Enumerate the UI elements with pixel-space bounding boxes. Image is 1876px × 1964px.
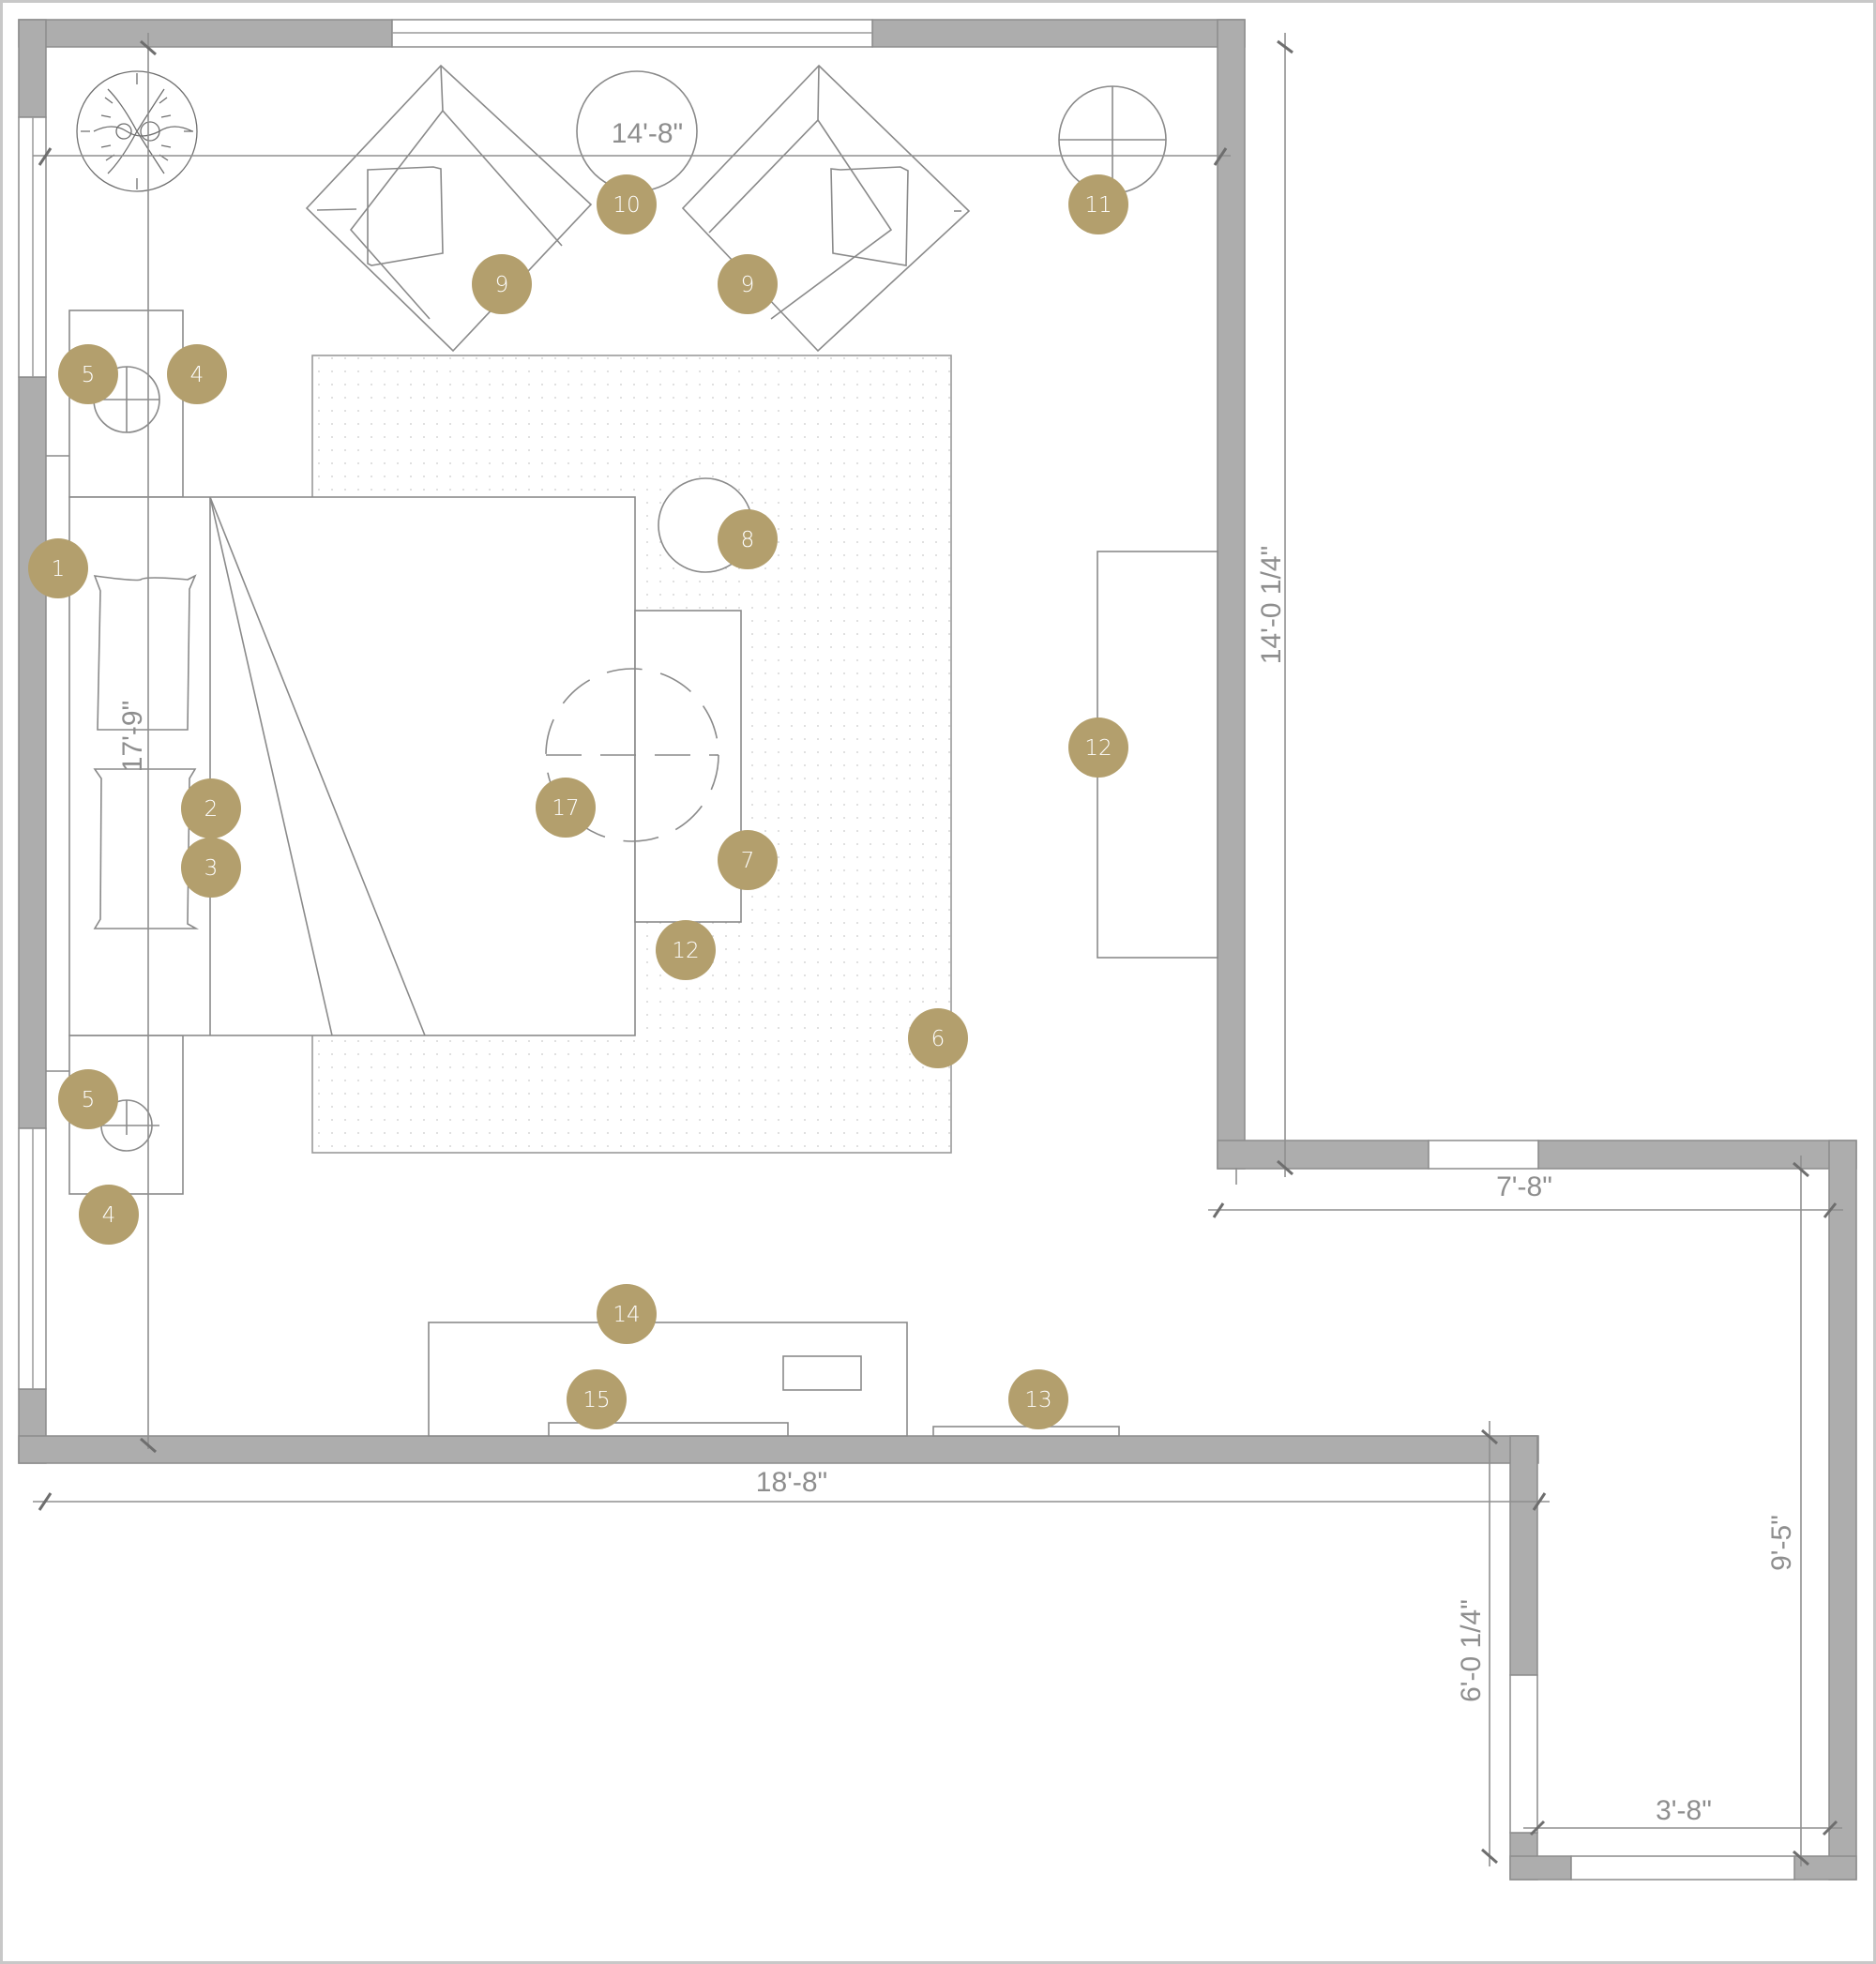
dimension-labels: 14'-8" 14'-0 1/4" 17'-9" 18'-8" 7'-8" 9'… [117, 118, 1797, 1826]
item-marker-9[interactable]: 9 [718, 254, 778, 314]
window-nook [1570, 1855, 1795, 1881]
dim-label-bottom-width: 18'-8" [756, 1467, 827, 1498]
marker-badge-icon [1068, 174, 1128, 234]
marker-badge-icon [908, 1008, 968, 1068]
marker-label: 5 [82, 1088, 96, 1112]
wall-bottom [18, 1435, 1539, 1464]
item-marker-5[interactable]: 5 [58, 344, 118, 404]
marker-label: 4 [102, 1203, 116, 1228]
wall-lower-step [1509, 1435, 1538, 1676]
marker-badge-icon [79, 1185, 139, 1245]
marker-badge-icon [58, 344, 118, 404]
marker-label: 6 [931, 1027, 946, 1051]
marker-label: 12 [1084, 736, 1112, 761]
marker-label: 13 [1024, 1388, 1051, 1413]
item-marker-13[interactable]: 13 [1008, 1369, 1068, 1429]
walls [18, 19, 1857, 1881]
marker-badge-icon [718, 830, 778, 890]
wall-nook-left [1509, 1855, 1572, 1881]
item-marker-4[interactable]: 4 [79, 1185, 139, 1245]
item-marker-2[interactable]: 2 [181, 778, 241, 838]
marker-badge-icon [1068, 718, 1128, 778]
dim-label-top-width: 14'-8" [612, 118, 683, 149]
marker-badge-icon [597, 1284, 657, 1344]
marker-label: 3 [204, 856, 219, 881]
item-marker-9[interactable]: 9 [472, 254, 532, 314]
item-marker-7[interactable]: 7 [718, 830, 778, 890]
item-marker-3[interactable]: 3 [181, 838, 241, 898]
item-marker-1[interactable]: 1 [28, 538, 88, 598]
marker-badge-icon [1008, 1369, 1068, 1429]
marker-label: 14 [613, 1303, 640, 1327]
marker-badge-icon [718, 254, 778, 314]
item-marker-4[interactable]: 4 [167, 344, 227, 404]
item-marker-5[interactable]: 5 [58, 1069, 118, 1129]
floor-lamp[interactable] [1058, 85, 1167, 194]
nightstand-bottom[interactable] [46, 1035, 184, 1195]
marker-badge-icon [597, 174, 657, 234]
item-marker-8[interactable]: 8 [718, 509, 778, 569]
marker-badge-icon [567, 1369, 627, 1429]
marker-label: 10 [613, 193, 640, 218]
dim-label-left-height: 17'-9" [117, 701, 148, 772]
item-marker-11[interactable]: 11 [1068, 174, 1128, 234]
marker-badge-icon [58, 1069, 118, 1129]
bed[interactable] [68, 496, 636, 1036]
dim-label-step-height: 6'-0 1/4" [1456, 1599, 1487, 1702]
marker-label: 5 [82, 363, 96, 387]
marker-label: 8 [741, 528, 755, 552]
marker-badge-icon [28, 538, 88, 598]
marker-badge-icon [472, 254, 532, 314]
marker-badge-icon [718, 509, 778, 569]
wall-left-1 [18, 19, 47, 118]
armchair-right[interactable] [681, 64, 971, 353]
marker-badge-icon [167, 344, 227, 404]
item-marker-15[interactable]: 15 [567, 1369, 627, 1429]
marker-label: 1 [52, 557, 66, 582]
marker-label: 2 [204, 797, 219, 822]
item-marker-14[interactable]: 14 [597, 1284, 657, 1344]
marker-badge-icon [536, 778, 596, 838]
marker-badge-icon [181, 838, 241, 898]
marker-label: 15 [582, 1388, 610, 1413]
dim-label-alcove-width: 7'-8" [1496, 1171, 1552, 1202]
marker-label: 4 [190, 363, 204, 387]
item-marker-12[interactable]: 12 [1068, 718, 1128, 778]
wall-right-upper [1217, 19, 1246, 1170]
plant-icon [76, 70, 198, 192]
item-marker-10[interactable]: 10 [597, 174, 657, 234]
console[interactable] [932, 1426, 1120, 1437]
wall-nook-right [1793, 1855, 1857, 1881]
item-marker-6[interactable]: 6 [908, 1008, 968, 1068]
window-lower-step [1509, 1674, 1538, 1834]
marker-label: 9 [741, 273, 755, 297]
item-marker-17[interactable]: 17 [536, 778, 596, 838]
pendant-light [545, 668, 719, 842]
wall-top-right [871, 19, 1246, 48]
marker-badge-icon [656, 920, 716, 980]
wall-step-left [1217, 1140, 1430, 1170]
dim-label-nook-width: 3'-8" [1656, 1795, 1712, 1826]
nightstand-top[interactable] [46, 310, 184, 498]
marker-label: 12 [672, 939, 699, 963]
window-step [1428, 1140, 1539, 1170]
marker-label: 17 [552, 796, 579, 821]
wall-far-right [1828, 1140, 1857, 1881]
marker-label: 11 [1084, 193, 1112, 218]
item-marker-12[interactable]: 12 [656, 920, 716, 980]
wall-step-right [1537, 1140, 1857, 1170]
wall-top-left [18, 19, 393, 48]
dimension-lines [33, 33, 1843, 1866]
dim-label-right-height: 14'-0 1/4" [1256, 546, 1287, 664]
desk[interactable] [428, 1322, 908, 1437]
marker-label: 7 [741, 849, 755, 873]
dim-label-alcove-height: 9'-5" [1766, 1515, 1797, 1571]
marker-badge-icon [181, 778, 241, 838]
marker-label: 9 [495, 273, 509, 297]
wall-left-2 [18, 376, 47, 1129]
windows [18, 19, 1795, 1881]
armchair-left[interactable] [305, 64, 593, 353]
